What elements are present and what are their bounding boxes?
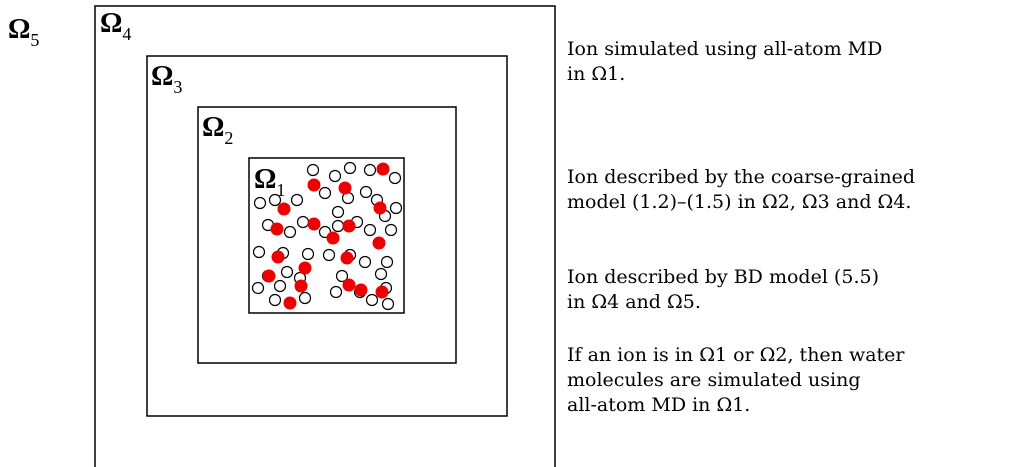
caption-all-atom-md: Ion simulated using all-atom MD in Ω1. bbox=[567, 37, 1022, 87]
water-molecule bbox=[374, 267, 388, 281]
omega3-boundary bbox=[146, 55, 508, 417]
water-molecule bbox=[388, 171, 402, 185]
water-molecule bbox=[301, 247, 315, 261]
water-molecule bbox=[283, 225, 297, 239]
water-molecule bbox=[328, 169, 342, 183]
water-molecule bbox=[273, 279, 287, 293]
water-molecule bbox=[290, 193, 304, 207]
water-molecule bbox=[384, 223, 398, 237]
water-molecule bbox=[251, 281, 265, 295]
omega2-boundary bbox=[197, 106, 457, 364]
ion bbox=[271, 250, 285, 264]
water-molecule bbox=[322, 248, 336, 262]
ion bbox=[372, 236, 386, 250]
ion bbox=[270, 222, 284, 236]
ion bbox=[326, 231, 340, 245]
water-molecule bbox=[358, 255, 372, 269]
omega5-label: Ω5 bbox=[8, 14, 39, 50]
ion bbox=[298, 261, 312, 275]
ion bbox=[294, 279, 308, 293]
caption-line: molecules are simulated using bbox=[567, 369, 861, 391]
caption-line: in Ω4 and Ω5. bbox=[567, 291, 701, 313]
water-molecule bbox=[296, 215, 310, 229]
particle-field bbox=[251, 161, 403, 311]
water-molecule bbox=[268, 293, 282, 307]
caption-line: Ion simulated using all-atom MD bbox=[567, 38, 883, 60]
ion bbox=[307, 178, 321, 192]
water-molecule bbox=[363, 163, 377, 177]
caption-line: all-atom MD in Ω1. bbox=[567, 394, 751, 416]
water-molecule bbox=[329, 285, 343, 299]
ion bbox=[373, 201, 387, 215]
water-molecule bbox=[298, 291, 312, 305]
water-molecule bbox=[363, 223, 377, 237]
omega3-label: Ω3 bbox=[151, 61, 182, 97]
omega4-boundary bbox=[94, 5, 556, 467]
ion bbox=[262, 269, 276, 283]
water-molecule bbox=[252, 245, 266, 259]
caption-bd-model: Ion described by BD model (5.5) in Ω4 an… bbox=[567, 265, 1022, 315]
water-molecule bbox=[331, 219, 345, 233]
caption-line: in Ω1. bbox=[567, 63, 626, 85]
caption-line: If an ion is in Ω1 or Ω2, then water bbox=[567, 344, 905, 366]
ion bbox=[277, 202, 291, 216]
caption-coarse-grained: Ion described by the coarse-grained mode… bbox=[567, 165, 1022, 215]
ion bbox=[376, 162, 390, 176]
ion bbox=[342, 278, 356, 292]
ion bbox=[338, 181, 352, 195]
omega4-label: Ω4 bbox=[100, 8, 131, 44]
water-molecule bbox=[335, 269, 349, 283]
water-molecule bbox=[253, 196, 267, 210]
water-molecule bbox=[306, 163, 320, 177]
caption-line: Ion described by BD model (5.5) bbox=[567, 266, 879, 288]
water-molecule bbox=[359, 185, 373, 199]
ion bbox=[342, 219, 356, 233]
ion bbox=[283, 296, 297, 310]
ion bbox=[340, 251, 354, 265]
ion bbox=[307, 217, 321, 231]
water-molecule bbox=[381, 297, 395, 311]
water-molecule bbox=[318, 186, 332, 200]
water-molecule bbox=[389, 201, 403, 215]
omega2-label: Ω2 bbox=[202, 112, 233, 148]
water-molecule bbox=[343, 161, 357, 175]
omega1-label: Ω1 bbox=[254, 164, 285, 200]
water-molecule bbox=[280, 265, 294, 279]
caption-water-molecules: If an ion is in Ω1 or Ω2, then water mol… bbox=[567, 343, 1022, 418]
water-molecule bbox=[365, 293, 379, 307]
caption-line: model (1.2)–(1.5) in Ω2, Ω3 and Ω4. bbox=[567, 191, 912, 213]
water-molecule bbox=[331, 205, 345, 219]
ion bbox=[375, 285, 389, 299]
water-molecule bbox=[380, 255, 394, 269]
water-molecule bbox=[268, 193, 282, 207]
ion bbox=[354, 283, 368, 297]
caption-line: Ion described by the coarse-grained bbox=[567, 166, 916, 188]
omega1-boundary bbox=[248, 157, 405, 314]
